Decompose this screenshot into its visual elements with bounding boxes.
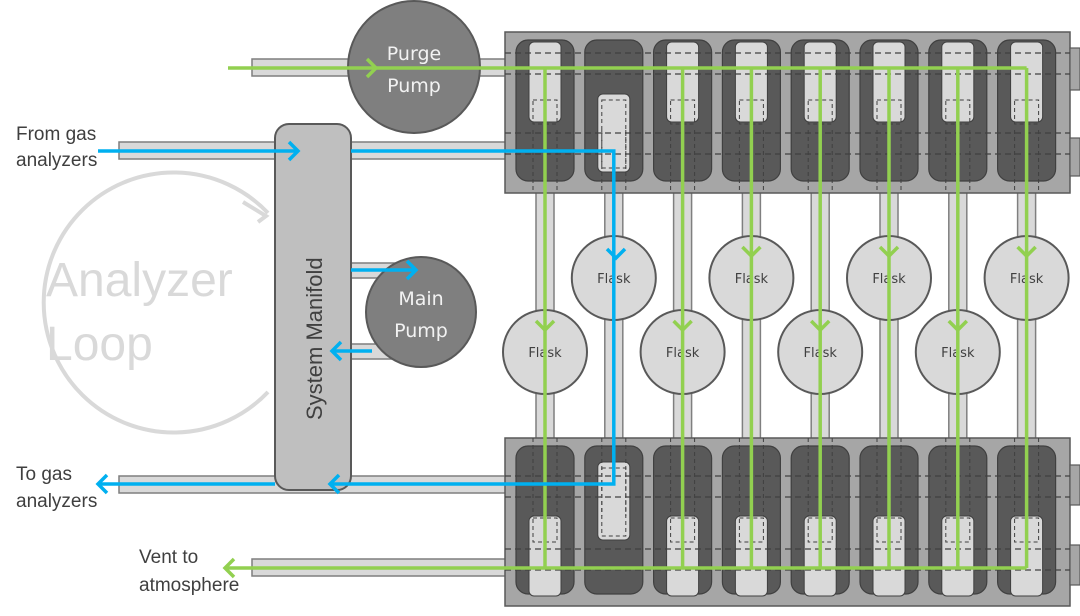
- purge-flow-arrow-icon: [741, 245, 762, 259]
- analyzer-return-arrow-icon: [327, 473, 341, 495]
- system-manifold-body: [274, 123, 352, 491]
- side-labels: From gas analyzers To gas analyzers Vent…: [16, 124, 239, 596]
- purge-pump-label-2: Pump: [387, 75, 441, 97]
- bottom-valve-block: [504, 437, 1080, 607]
- purge-flow-arrow-icon: [1016, 245, 1037, 259]
- purge-flow-arrow-icon: [365, 57, 379, 79]
- analyzer-outlet-arrow-icon: [95, 473, 109, 495]
- purge-flow-arrow-icon: [534, 319, 556, 333]
- main-pump-body[interactable]: [365, 256, 477, 368]
- analyzer-inlet-arrow-icon: [287, 140, 301, 162]
- vent-label-1: Vent to: [139, 547, 198, 568]
- purge-flow-arrow-icon: [672, 319, 693, 333]
- vent-label-2: atmosphere: [139, 575, 239, 596]
- purge-flow-arrow-icon: [809, 319, 831, 333]
- main-pump[interactable]: Main Pump: [365, 256, 477, 368]
- from-gas-analyzers-label-1: From gas: [16, 124, 96, 145]
- analyzer-loop-arc: [41, 170, 270, 435]
- valve-block-tab: [1069, 464, 1080, 506]
- main-pump-in-arrow-icon: [405, 259, 419, 281]
- analyzer-loop-arrow-icon: [241, 200, 270, 224]
- purge-flow-arrow-icon: [878, 245, 900, 259]
- analyzer-flask-arrow-icon: [605, 247, 627, 261]
- top-valve-block: [504, 31, 1080, 194]
- analyzer-flow-line: [330, 149, 616, 486]
- analyzer-loop-label-2: Loop: [46, 318, 153, 371]
- from-gas-analyzers-label-2: analyzers: [16, 150, 97, 171]
- vent-arrow-icon: [222, 557, 236, 579]
- analyzer-loop: Analyzer Loop: [41, 170, 270, 435]
- valve-block-tab: [1069, 544, 1080, 586]
- main-pump-out-arrow-icon: [329, 340, 343, 362]
- purge-pump-label-1: Purge: [387, 43, 441, 65]
- valve-block-tab: [1069, 47, 1080, 91]
- flow-lines: [95, 57, 1037, 579]
- to-gas-analyzers-label-2: analyzers: [16, 491, 97, 512]
- analyzer-loop-label-1: Analyzer: [46, 254, 233, 307]
- system-manifold: System Manifold: [274, 123, 352, 491]
- to-gas-analyzers-label-1: To gas: [16, 464, 72, 485]
- system-manifold-label: System Manifold: [302, 257, 327, 420]
- valve-block-tab: [1069, 137, 1080, 177]
- purge-flow-arrow-icon: [947, 319, 969, 333]
- main-pump-label-1: Main: [398, 288, 443, 310]
- main-pump-label-2: Pump: [394, 320, 448, 342]
